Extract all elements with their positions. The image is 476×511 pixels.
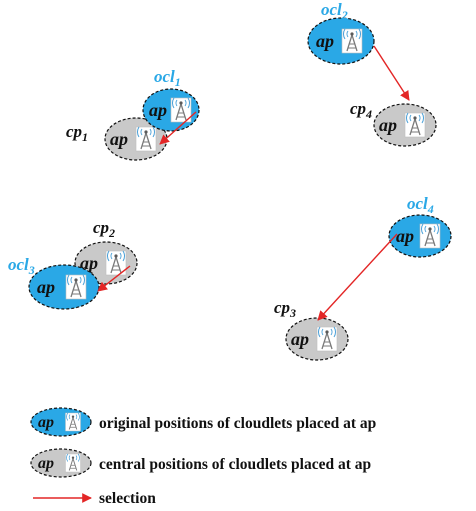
- label-cp3: cp3: [274, 298, 296, 320]
- cloudlet-original-ocl4: ap: [388, 214, 452, 258]
- legend-central-text: central positions of cloudlets placed at…: [99, 456, 371, 473]
- antenna-tower-icon: [316, 326, 338, 352]
- antenna-tower-icon: [65, 274, 87, 300]
- legend-original-text: original positions of cloudlets placed a…: [99, 415, 376, 432]
- selection-arrow-ocl2-cp4: [373, 45, 410, 101]
- selection-arrow-ocl1-cp1: [159, 111, 197, 145]
- ap-text: ap: [38, 414, 54, 431]
- ap-text: ap: [291, 329, 309, 349]
- antenna-tower-icon: [65, 412, 81, 432]
- selection-arrow-ocl4-cp3: [317, 233, 398, 321]
- ap-text: ap: [316, 31, 334, 51]
- ap-text: ap: [80, 253, 98, 273]
- ap-text: ap: [379, 115, 397, 135]
- ap-text: ap: [37, 277, 55, 297]
- label-ocl2: ocl2: [321, 0, 348, 22]
- antenna-tower-icon: [404, 112, 426, 138]
- antenna-tower-icon: [341, 28, 363, 54]
- cloudlet-original-ocl2: ap: [307, 17, 375, 65]
- ap-text: ap: [396, 226, 414, 246]
- cloudlet-central-cp4: ap: [373, 103, 437, 147]
- ap-text: ap: [38, 455, 54, 472]
- legend: ap original positions of cloudlets place…: [30, 407, 376, 507]
- antenna-tower-icon: [135, 126, 157, 152]
- label-ocl3: ocl3: [8, 255, 35, 277]
- label-cp4: cp4: [350, 99, 372, 121]
- label-ocl1: ocl1: [154, 67, 181, 89]
- antenna-tower-icon: [65, 453, 81, 473]
- ap-text: ap: [149, 100, 167, 120]
- cloudlet-original-ocl1: ap: [142, 88, 200, 132]
- label-cp1: cp1: [66, 122, 88, 144]
- cloudlet-original-ocl3: ap: [28, 264, 100, 310]
- selection-arrow-cp2-ocl3: [97, 265, 131, 292]
- legend-original-swatch: ap: [30, 407, 92, 437]
- antenna-tower-icon: [419, 223, 441, 249]
- label-ocl4: ocl4: [407, 194, 434, 216]
- label-cp2: cp2: [93, 218, 115, 240]
- cloudlet-central-cp3: ap: [285, 317, 349, 361]
- legend-selection-text: selection: [99, 490, 156, 507]
- ap-text: ap: [110, 129, 128, 149]
- legend-central-swatch: ap: [30, 448, 92, 478]
